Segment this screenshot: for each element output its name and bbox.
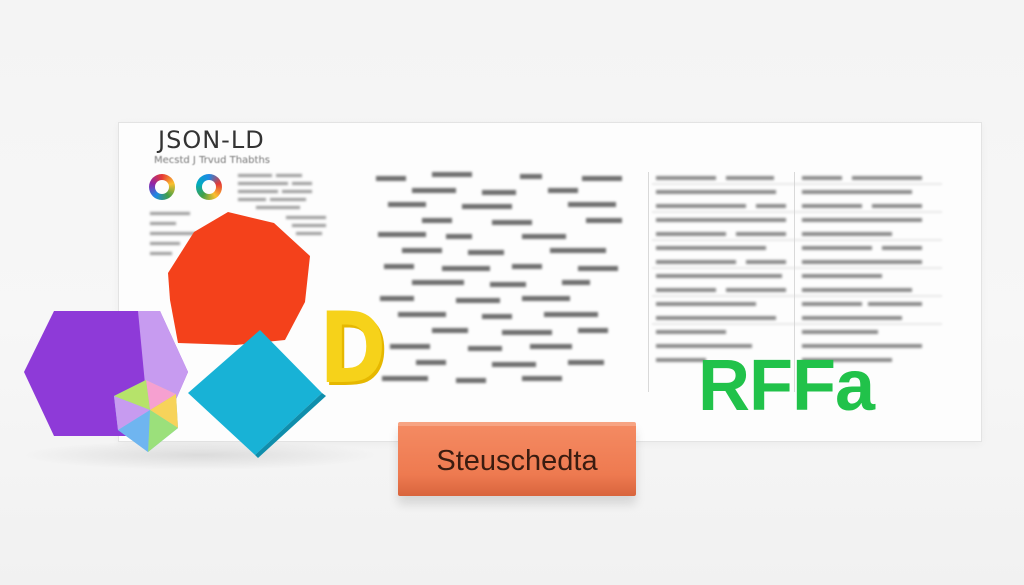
green-sign-text: RFFa bbox=[698, 346, 875, 426]
rainbow-crystal bbox=[114, 380, 178, 452]
cyan-diamond bbox=[188, 330, 322, 455]
orange-label-block: Steuschedta bbox=[398, 422, 636, 496]
cyan-diamond-edge bbox=[255, 393, 326, 458]
color-ring-icon bbox=[149, 174, 175, 200]
board-divider bbox=[794, 172, 795, 392]
yellow-letter-block: D bbox=[319, 292, 387, 406]
block-label: Steuschedta bbox=[436, 444, 598, 477]
color-ring-icon bbox=[196, 174, 222, 200]
blurred-text-lines-left bbox=[238, 174, 326, 235]
floor-shadow bbox=[20, 440, 380, 470]
board-divider bbox=[648, 172, 649, 392]
blurred-text-lines-small bbox=[150, 212, 196, 255]
blurred-code-block bbox=[376, 172, 622, 383]
board-subtitle: Mecstd J Trvud Thabths bbox=[154, 155, 270, 166]
red-star bbox=[168, 212, 310, 345]
board-title: JSON-LD bbox=[158, 126, 265, 154]
blurred-table bbox=[652, 176, 942, 362]
